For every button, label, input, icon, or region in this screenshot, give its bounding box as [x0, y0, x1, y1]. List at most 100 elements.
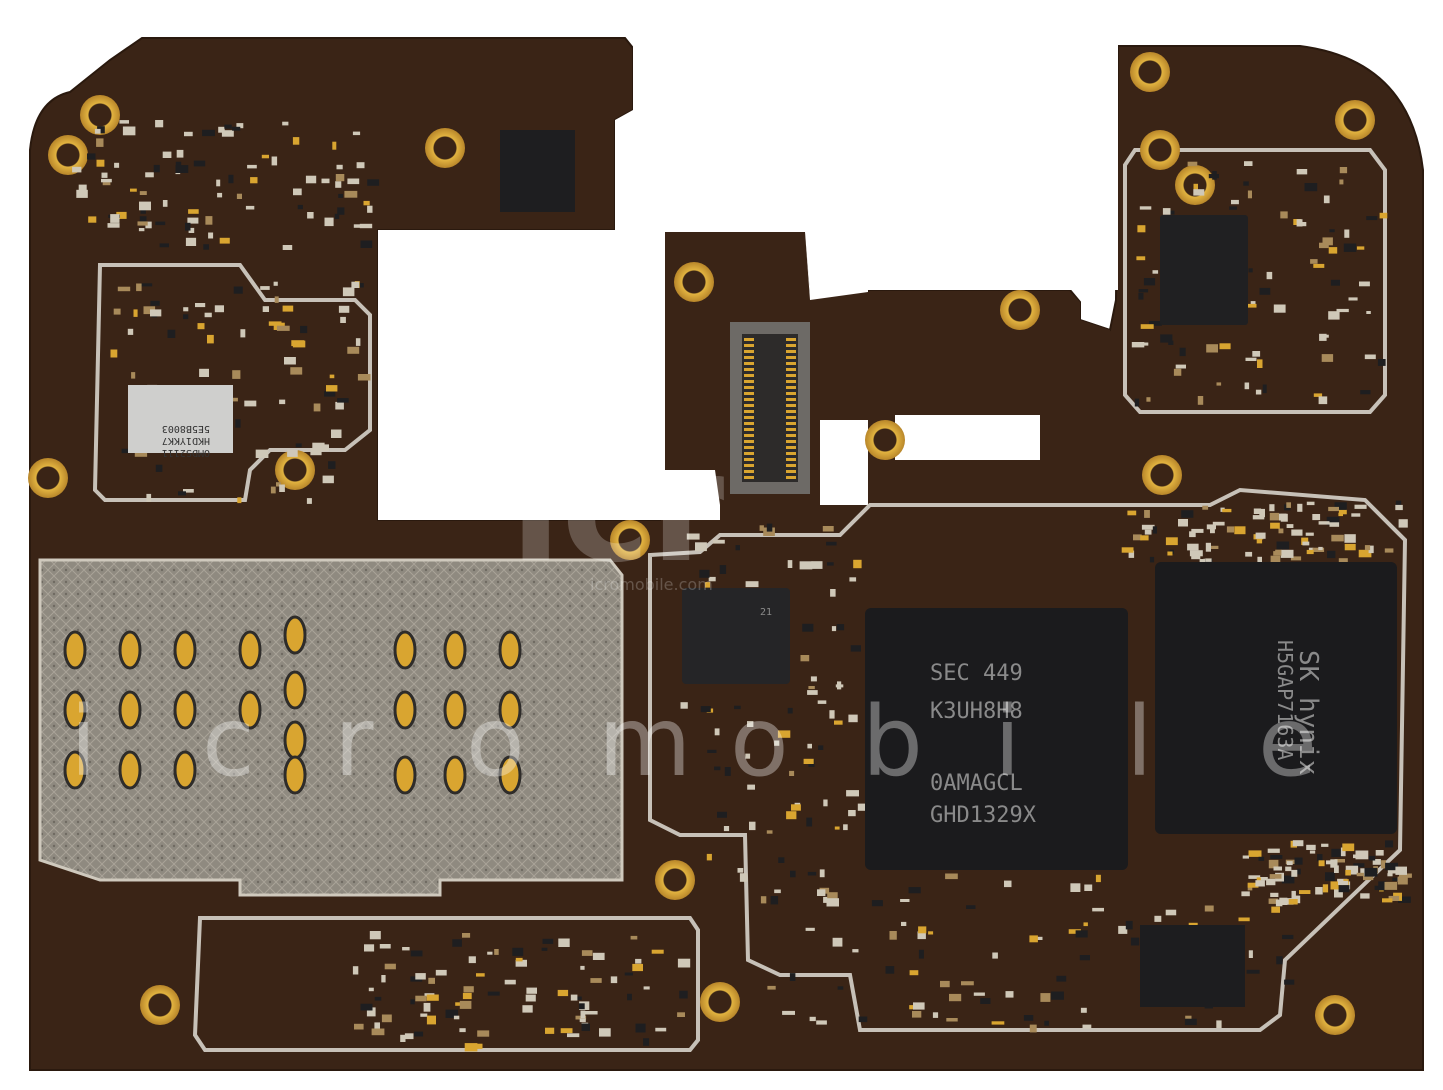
smd-part: [1334, 859, 1345, 863]
sim-pad: [118, 690, 142, 730]
smd-part: [1146, 397, 1151, 402]
smd-part: [1294, 857, 1303, 865]
smd-part: [1279, 897, 1288, 905]
smd-part: [778, 857, 785, 863]
smd-part: [1319, 242, 1329, 249]
sim-pad: [238, 690, 262, 730]
smd-part: [282, 121, 289, 126]
smd-part: [747, 784, 755, 790]
smd-part: [331, 429, 342, 438]
smd-part: [766, 830, 773, 834]
smd-part: [1127, 510, 1137, 516]
charger-chip: [1140, 925, 1245, 1007]
smd-part: [279, 484, 285, 492]
smd-part: [404, 1033, 414, 1040]
smd-part: [1175, 364, 1186, 369]
smd-part: [1315, 887, 1323, 895]
smd-part: [214, 305, 224, 313]
pcb-cutout: [895, 415, 1040, 460]
smd-part: [635, 1023, 646, 1033]
smd-part: [344, 190, 358, 198]
smd-part: [802, 623, 814, 632]
smd-part: [1270, 892, 1279, 897]
smd-part: [359, 283, 364, 288]
sim-pad: [238, 630, 262, 670]
smd-part: [1193, 189, 1205, 196]
smd-part: [400, 1034, 406, 1042]
smd-part: [1304, 183, 1318, 192]
smd-part: [276, 482, 281, 487]
smd-part: [1152, 270, 1159, 274]
smd-part: [122, 126, 136, 136]
smd-part: [1273, 551, 1279, 556]
smd-part: [232, 370, 241, 379]
smd-part: [1040, 993, 1051, 1002]
smd-part: [410, 999, 415, 1005]
smd-part: [1364, 545, 1371, 551]
smd-part: [1266, 271, 1273, 280]
smd-part: [1360, 893, 1370, 899]
smd-part: [101, 172, 108, 178]
smd-part: [107, 223, 120, 228]
smd-part: [917, 931, 926, 940]
smd-part: [236, 193, 242, 199]
smd-part: [347, 346, 360, 354]
smd-part: [1165, 537, 1178, 546]
smd-part: [719, 565, 727, 574]
smd-part: [1358, 549, 1372, 558]
sim-pad: [498, 630, 522, 670]
smd-part: [208, 232, 214, 239]
sim-pad: [283, 720, 307, 760]
smd-part: [818, 745, 824, 750]
smd-part: [1288, 899, 1298, 905]
smd-part: [1322, 884, 1329, 893]
smd-part: [932, 1012, 939, 1018]
smd-part: [476, 973, 485, 977]
smd-part: [805, 927, 815, 931]
smd-part: [1384, 881, 1398, 890]
smd-part: [335, 174, 345, 182]
smd-part: [1234, 526, 1246, 535]
smd-part: [293, 188, 302, 196]
smd-part: [297, 204, 303, 210]
smd-part: [1216, 1020, 1222, 1028]
connector-pins: [744, 338, 796, 479]
smd-part: [1355, 850, 1369, 860]
smd-part: [175, 165, 189, 173]
watermark-letter: c: [202, 686, 255, 798]
smd-part: [829, 710, 835, 719]
smd-part: [717, 811, 727, 818]
smd-part: [1339, 179, 1344, 185]
smd-part: [329, 374, 335, 379]
smd-part: [680, 702, 688, 709]
smd-part: [1044, 1020, 1049, 1026]
smd-part: [199, 368, 209, 377]
smd-part: [889, 931, 897, 940]
smd-part: [1139, 206, 1152, 210]
smd-part: [610, 976, 618, 984]
smd-part: [150, 309, 162, 317]
mounting-hole: [700, 982, 740, 1022]
smd-part: [705, 582, 711, 588]
smd-part: [522, 1005, 533, 1013]
connector-pin: [744, 452, 754, 455]
flash-chip: [1155, 562, 1397, 834]
smd-part: [723, 826, 730, 832]
connector-pin: [744, 446, 754, 449]
smd-part: [426, 994, 439, 1001]
smd-part: [581, 1023, 590, 1031]
connector-pin: [786, 416, 796, 419]
smd-part: [1136, 256, 1146, 261]
smd-part: [848, 714, 858, 723]
smd-part: [1385, 862, 1398, 871]
smd-part: [1366, 216, 1378, 221]
smd-part: [1162, 208, 1171, 215]
smd-part: [1359, 281, 1370, 287]
smd-part: [347, 178, 360, 185]
smd-part: [101, 178, 112, 183]
watermark-letter: l: [1126, 686, 1153, 798]
smd-part: [324, 391, 336, 397]
smd-part: [306, 498, 312, 504]
smd-part: [76, 189, 88, 198]
smd-part: [1318, 546, 1323, 551]
